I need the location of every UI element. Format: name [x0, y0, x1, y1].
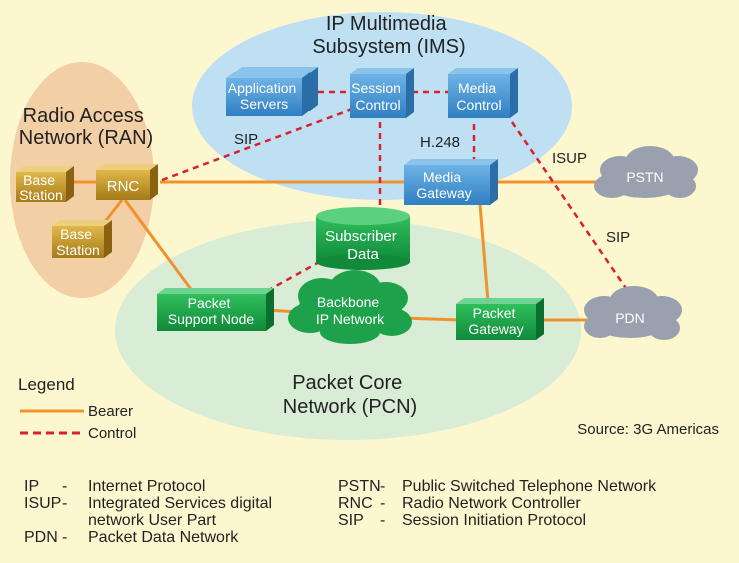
- svg-text:Session Control: Session Control: [351, 80, 405, 113]
- glossary-dash: -: [380, 495, 386, 512]
- rnc-node: RNC: [96, 164, 158, 200]
- base-station-1-line1: Base: [23, 172, 55, 188]
- glossary-indent: [24, 512, 88, 529]
- session-control-line2: Control: [355, 97, 400, 113]
- glossary-def: Radio Network Controller: [402, 495, 581, 512]
- svg-text:Media Gateway: Media Gateway: [416, 169, 471, 201]
- glossary-def: Session Initiation Protocol: [402, 512, 587, 529]
- pgw-line2: Gateway: [468, 321, 523, 337]
- pcn-title: Packet Core Network (PCN): [283, 372, 417, 418]
- svg-text:Media Control: Media Control: [456, 80, 501, 113]
- app-servers-line2: Servers: [240, 96, 288, 112]
- svg-text:Base Station: Base Station: [56, 226, 100, 258]
- ran-title: Radio Access Network (RAN): [19, 105, 153, 149]
- media-control-line2: Control: [456, 97, 501, 113]
- base-station-2-line2: Station: [56, 242, 100, 258]
- glossary-row: SIP-Session Initiation Protocol: [338, 512, 656, 529]
- glossary-dash: -: [62, 529, 68, 546]
- sip-ran-label: SIP: [234, 131, 258, 148]
- glossary-abbr: ISUP: [24, 495, 62, 512]
- base-station-2-node: Base Station: [52, 220, 112, 258]
- bearer-mediagw-pgw: [478, 203, 490, 303]
- glossary-abbr: PSTN: [338, 478, 381, 495]
- glossary-left: IP - Internet Protocol ISUP- Integrated Ser…: [24, 478, 272, 546]
- glossary-abbr: PDN: [24, 529, 58, 546]
- svg-text:Packet Gateway: Packet Gateway: [468, 305, 523, 337]
- packet-support-node: Packet Support Node: [157, 288, 274, 331]
- pdn-cloud: PDN: [584, 286, 682, 340]
- subscriber-data-line1: Subscriber: [325, 228, 397, 245]
- svg-text:Subscriber Data: Subscriber Data: [325, 228, 401, 263]
- control-rnc-session: [161, 104, 361, 182]
- backbone-line1: Backbone: [317, 294, 379, 310]
- glossary-def: Public Switched Telephone Network: [402, 478, 657, 495]
- glossary-dash: -: [380, 478, 386, 495]
- glossary-abbr: RNC: [338, 495, 373, 512]
- glossary-right: PSTN-Public Switched Telephone Network R…: [338, 478, 656, 529]
- session-control-node: Session Control: [350, 68, 414, 118]
- glossary-dash: -: [380, 512, 386, 529]
- glossary-row: PSTN-Public Switched Telephone Network: [338, 478, 656, 495]
- media-control-line1: Media: [458, 80, 496, 96]
- app-servers-line1: Application: [228, 80, 297, 96]
- base-station-1-node: Base Station: [16, 166, 74, 203]
- glossary-row: PDN- Packet Data Network: [24, 529, 272, 546]
- packet-gateway-node: Packet Gateway: [456, 298, 544, 340]
- control-mediactrl-pdn: [510, 121, 636, 301]
- media-gateway-node: Media Gateway: [404, 159, 498, 205]
- legend-bearer-label: Bearer: [88, 403, 133, 420]
- svg-text:Packet Support Node: Packet Support Node: [168, 295, 255, 327]
- bearer-rnc-psn: [123, 199, 198, 297]
- h248-label: H.248: [420, 134, 460, 151]
- isup-label: ISUP: [552, 150, 587, 167]
- backbone-ip-network-cloud: Backbone IP Network: [288, 270, 412, 344]
- glossary-row: IP - Internet Protocol: [24, 478, 272, 495]
- application-servers-node: Application Servers: [226, 67, 318, 116]
- ran-region: [10, 62, 154, 298]
- pgw-line1: Packet: [473, 305, 516, 321]
- legend-control-label: Control: [88, 425, 136, 442]
- base-station-1-line2: Station: [19, 187, 63, 203]
- rnc-label: RNC: [107, 178, 140, 195]
- glossary-def: Integrated Services digital: [88, 495, 273, 512]
- source-credit: Source: 3G Americas: [577, 421, 719, 438]
- pstn-label: PSTN: [626, 169, 663, 185]
- bearer-backbone-pgw: [401, 316, 461, 322]
- glossary-row: network User Part: [24, 512, 272, 529]
- ran-title-line1: Radio Access: [23, 105, 144, 127]
- media-control-node: Media Control: [448, 68, 518, 118]
- psn-line2: Support Node: [168, 311, 255, 327]
- pdn-label: PDN: [615, 310, 645, 326]
- ims-title-line1: IP Multimedia: [326, 13, 448, 35]
- pcn-title-line2: Network (PCN): [283, 396, 417, 418]
- subscriber-data-line2: Data: [347, 246, 379, 263]
- session-control-line1: Session: [351, 80, 401, 96]
- media-gateway-line1: Media: [423, 169, 461, 185]
- backbone-line2: IP Network: [316, 311, 385, 327]
- media-gateway-line2: Gateway: [416, 185, 471, 201]
- base-station-2-line1: Base: [60, 226, 92, 242]
- glossary-row: ISUP- Integrated Services digital: [24, 495, 272, 512]
- glossary-def-cont: network User Part: [88, 512, 217, 529]
- glossary-abbr: SIP: [338, 512, 364, 529]
- glossary-row: RNC-Radio Network Controller: [338, 495, 656, 512]
- ims-title-line2: Subsystem (IMS): [312, 36, 465, 58]
- glossary-abbr: IP: [24, 478, 40, 495]
- subscriber-data-node: Subscriber Data: [316, 207, 410, 270]
- glossary-dash: -: [62, 495, 68, 512]
- legend-title: Legend: [18, 375, 75, 394]
- pcn-title-line1: Packet Core: [292, 372, 402, 394]
- ran-title-line2: Network (RAN): [19, 127, 153, 149]
- ims-title: IP Multimedia Subsystem (IMS): [312, 13, 465, 58]
- psn-line1: Packet: [188, 295, 231, 311]
- glossary-def: Packet Data Network: [88, 529, 239, 546]
- glossary-def: Internet Protocol: [88, 478, 206, 495]
- pstn-cloud: PSTN: [594, 146, 698, 198]
- svg-text:Application Servers: Application Servers: [228, 80, 300, 112]
- svg-text:Backbone IP Network: Backbone IP Network: [316, 294, 385, 327]
- svg-text:Base Station: Base Station: [19, 172, 63, 203]
- sip-pdn-label: SIP: [606, 229, 630, 246]
- glossary-dash: -: [62, 478, 68, 495]
